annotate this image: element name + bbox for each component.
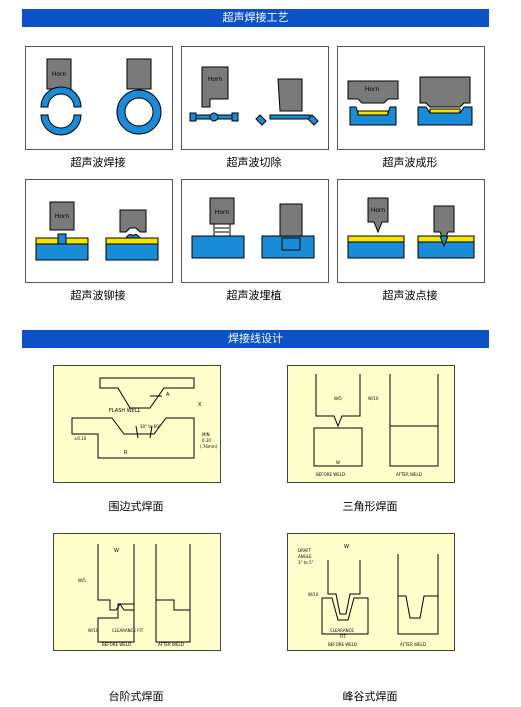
tongue-groove-drawing: DRAFT ANGLE 3° to 5° W W/10 CLEARANCE FI… xyxy=(298,544,439,647)
section-title-text-2: 焊接线设计 xyxy=(228,332,283,345)
svg-text:Horn: Horn xyxy=(365,86,380,93)
process-card-cutting: Horn xyxy=(181,46,329,150)
svg-text:30° to 60°: 30° to 60° xyxy=(140,424,161,429)
svg-text:Horn: Horn xyxy=(371,207,386,214)
caption-cutting: 超声波切除 xyxy=(226,156,282,169)
svg-text:CLEARANCE: CLEARANCE xyxy=(330,628,354,633)
svg-text:W/5: W/5 xyxy=(334,396,342,401)
svg-text:FLASH WELL: FLASH WELL xyxy=(109,408,141,414)
process-card-riveting: Horn xyxy=(25,179,173,283)
svg-text:AFTER WELD: AFTER WELD xyxy=(396,472,422,477)
joint-diagram-shear: FLASH WELL A X 30° to 60° ±0.10 R MIN 0.… xyxy=(53,365,221,483)
svg-text:BEFORE WELD: BEFORE WELD xyxy=(316,472,345,477)
horn-shape xyxy=(46,58,72,90)
svg-text:(.76mm): (.76mm) xyxy=(200,444,218,449)
svg-text:Horn: Horn xyxy=(215,209,230,216)
horn-label: Horn xyxy=(52,71,67,78)
forming-illustration: Horn xyxy=(347,76,473,126)
svg-text:W/10: W/10 xyxy=(308,592,319,597)
joint-diagram-energy-director: W/5 W/10 W BEFORE WELD AFTER WELD xyxy=(287,365,455,483)
svg-text:W: W xyxy=(114,548,119,554)
process-card-spot-welding: Horn xyxy=(337,179,485,283)
svg-text:FIT: FIT xyxy=(340,634,346,639)
energy-director-drawing: W/5 W/10 W BEFORE WELD AFTER WELD xyxy=(313,374,439,477)
process-card-forming: Horn xyxy=(337,46,485,150)
welding-illustration: Horn xyxy=(40,58,162,136)
caption-tongue-groove-joint: 峰谷式焊面 xyxy=(342,690,398,703)
svg-text:W/10: W/10 xyxy=(88,628,99,633)
caption-step-joint: 台阶式焊面 xyxy=(108,690,164,703)
caption-shear-joint: 围边式焊面 xyxy=(108,500,164,513)
joint-diagram-step: W W/5 W/10 CLEARANCE FIT BEFORE WELD AFT… xyxy=(53,533,221,651)
process-card-inserting: Horn xyxy=(181,179,329,283)
caption-riveting: 超声波铆接 xyxy=(70,289,126,302)
svg-text:3° to 5°: 3° to 5° xyxy=(298,560,314,565)
joint-diagram-tongue-groove: DRAFT ANGLE 3° to 5° W W/10 CLEARANCE FI… xyxy=(287,533,455,651)
svg-text:W/5: W/5 xyxy=(78,578,86,583)
process-card-welding: Horn xyxy=(25,46,173,150)
svg-text:X: X xyxy=(198,402,202,408)
svg-text:AFTER WELD: AFTER WELD xyxy=(158,642,184,647)
section-title-text: 超声焊接工艺 xyxy=(222,11,289,24)
svg-text:BEFORE WELD: BEFORE WELD xyxy=(102,642,131,647)
svg-text:R: R xyxy=(124,450,128,456)
svg-text:CLEARANCE FIT: CLEARANCE FIT xyxy=(112,628,144,633)
svg-text:W: W xyxy=(344,544,349,550)
svg-text:W/10: W/10 xyxy=(368,396,379,401)
section-title-joint-design: 焊接线设计 xyxy=(22,330,489,348)
step-joint-drawing: W W/5 W/10 CLEARANCE FIT BEFORE WELD AFT… xyxy=(78,544,191,647)
svg-text:AFTER WELD: AFTER WELD xyxy=(400,642,426,647)
svg-text:0.30: 0.30 xyxy=(202,438,211,443)
spot-welding-illustration: Horn xyxy=(347,197,475,259)
inserting-illustration: Horn xyxy=(191,197,315,259)
riveting-illustration: Horn xyxy=(35,201,159,261)
svg-text:±0.10: ±0.10 xyxy=(74,436,87,441)
svg-text:MIN: MIN xyxy=(202,432,210,437)
svg-text:BEFORE WELD: BEFORE WELD xyxy=(328,642,357,647)
caption-inserting: 超声波埋植 xyxy=(226,289,282,302)
caption-forming: 超声波成形 xyxy=(382,156,438,169)
shear-joint-drawing: FLASH WELL A X 30° to 60° ±0.10 R MIN 0.… xyxy=(71,377,218,459)
cutting-illustration: Horn xyxy=(189,66,319,126)
svg-text:W: W xyxy=(336,460,340,465)
caption-triangle-joint: 三角形焊面 xyxy=(342,500,398,513)
caption-spot-welding: 超声波点接 xyxy=(382,289,438,302)
svg-text:ANGLE: ANGLE xyxy=(298,554,312,559)
svg-text:DRAFT: DRAFT xyxy=(298,548,312,553)
svg-text:A: A xyxy=(166,392,170,398)
caption-welding: 超声波焊接 xyxy=(70,156,126,169)
svg-text:Horn: Horn xyxy=(208,76,223,83)
svg-text:Horn: Horn xyxy=(55,213,70,220)
section-title-welding-processes: 超声焊接工艺 xyxy=(22,9,489,27)
